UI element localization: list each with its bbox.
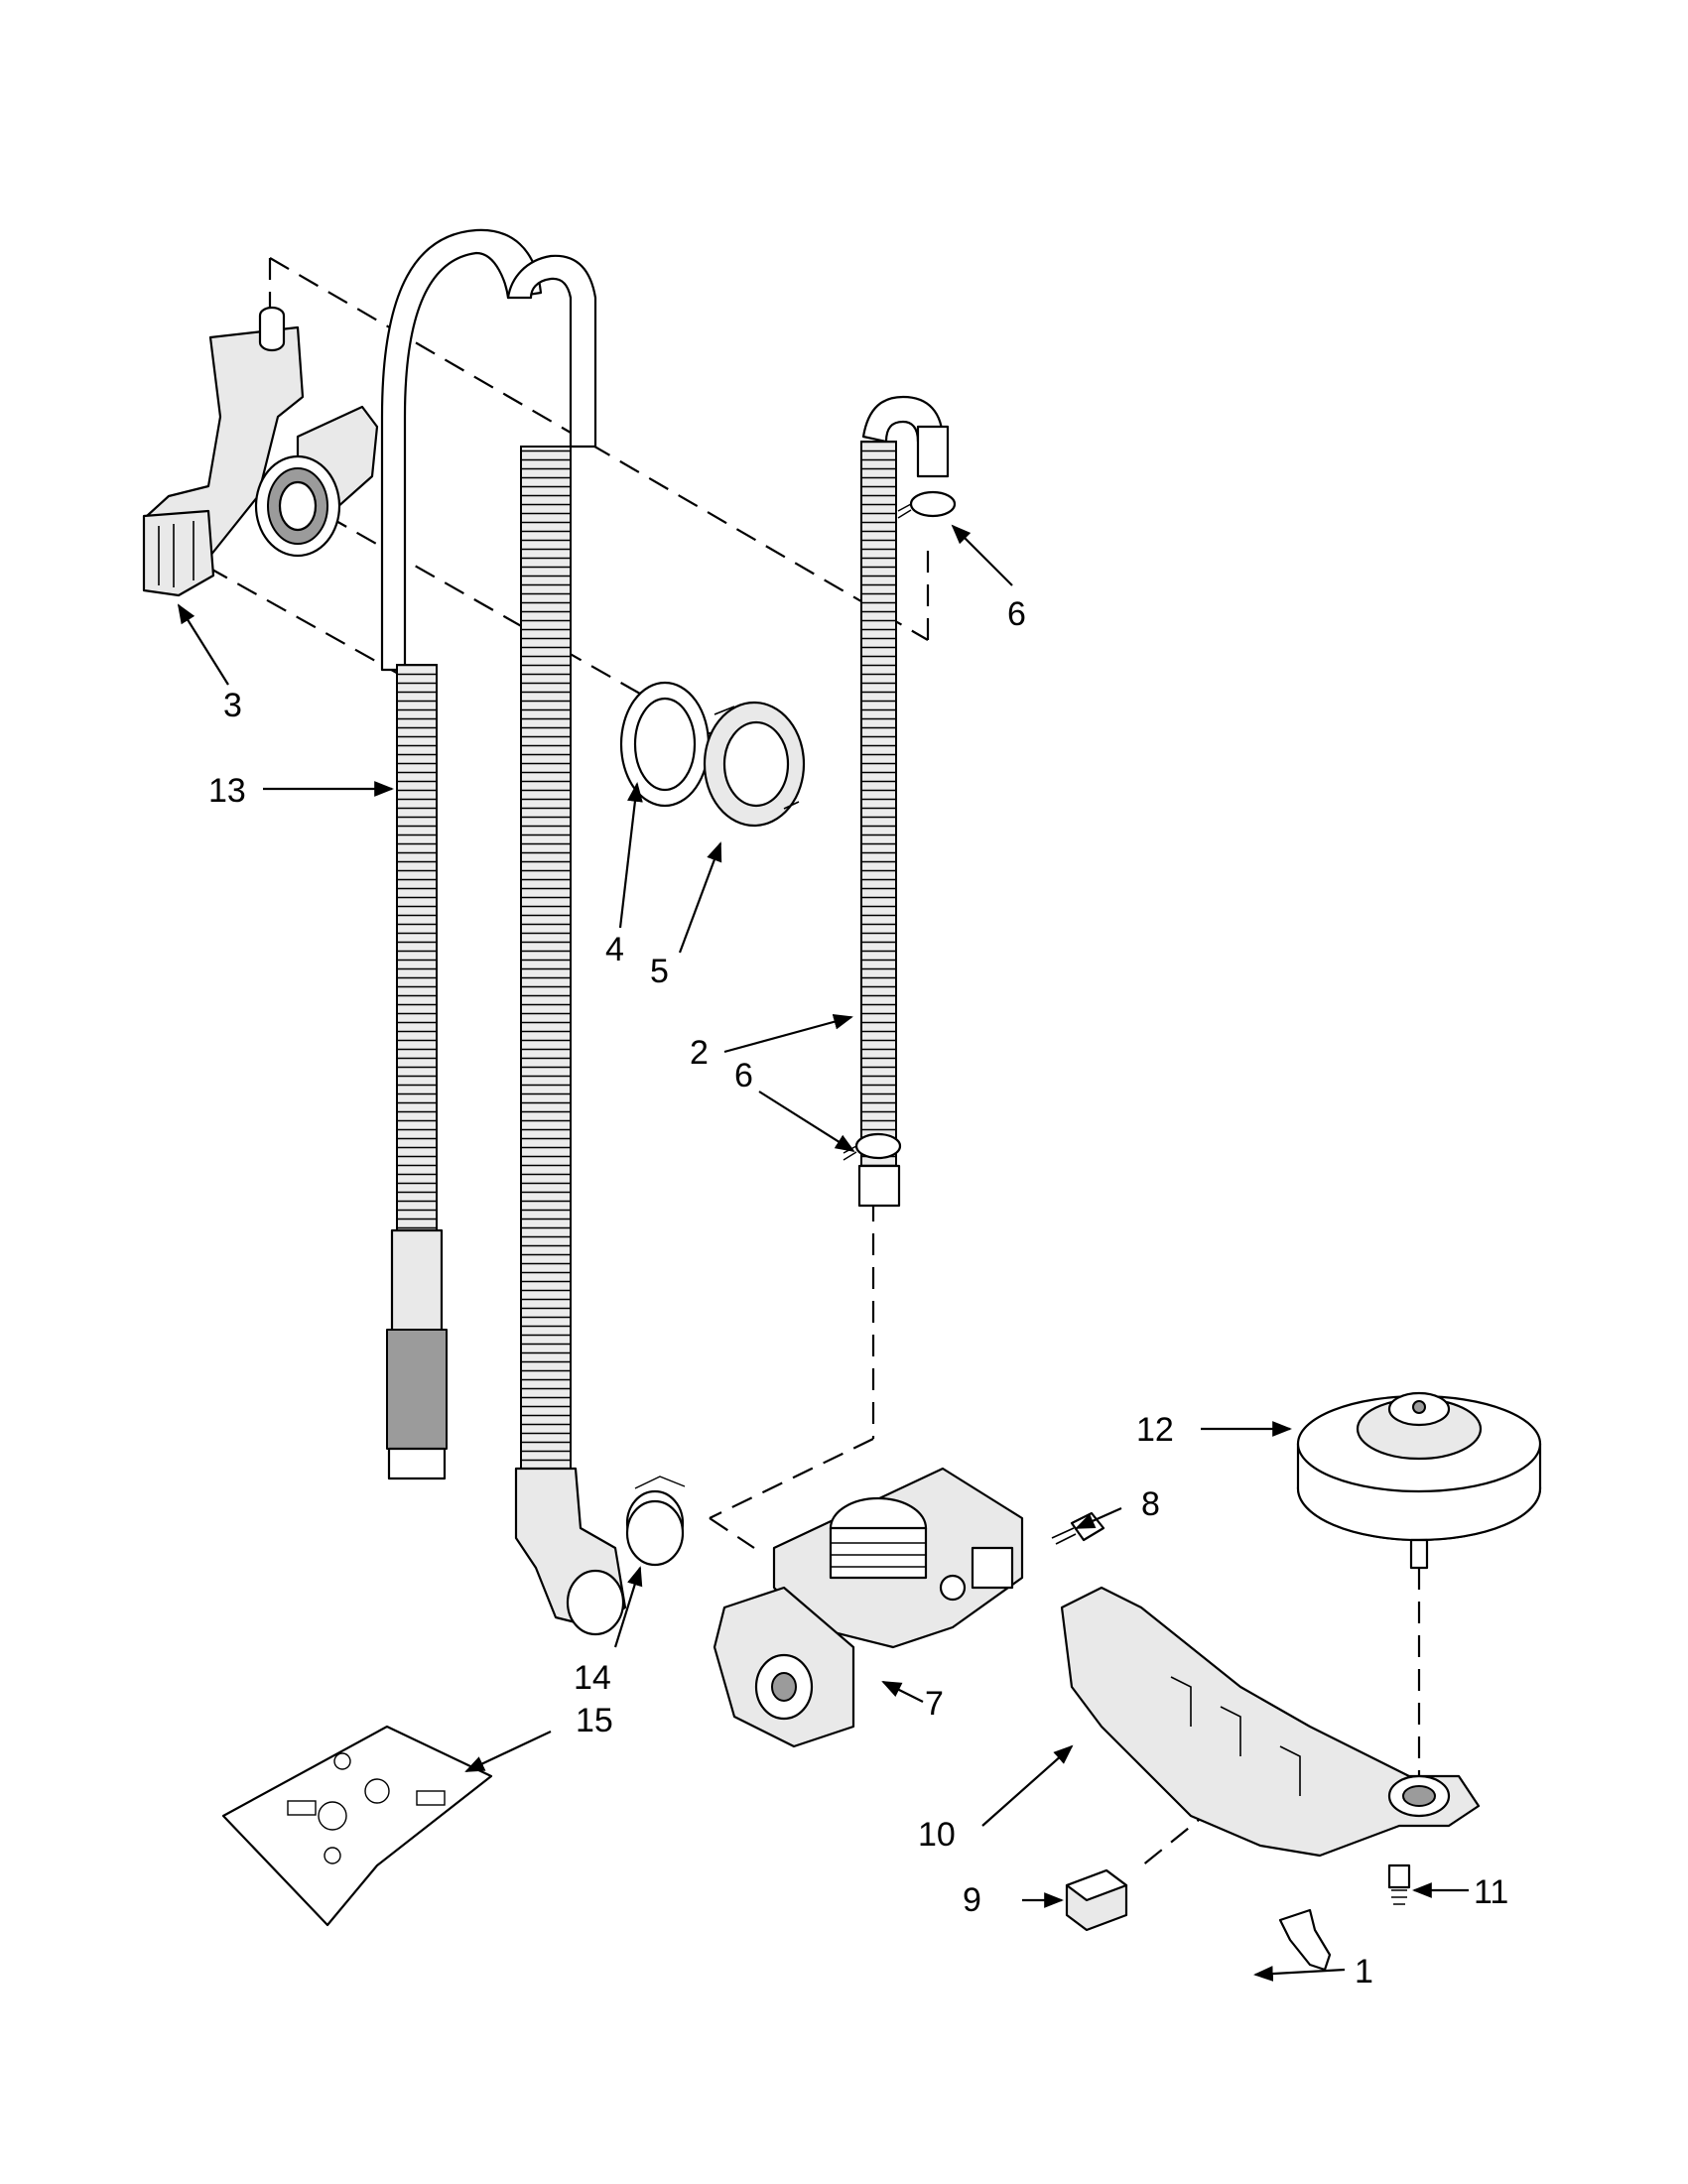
part-7-water-valve bbox=[713, 1467, 1024, 1748]
callout-7: 7 bbox=[925, 1685, 944, 1723]
part-14-spring-clamp bbox=[625, 1476, 686, 1567]
callout-5: 5 bbox=[650, 953, 669, 990]
callout-8: 8 bbox=[1141, 1485, 1160, 1523]
leader-arrows bbox=[177, 524, 1469, 1982]
callout-2: 2 bbox=[690, 1034, 709, 1072]
part-15-hardware-kit bbox=[221, 1725, 493, 1927]
callout-14: 14 bbox=[574, 1659, 611, 1697]
part-13-drain-hose bbox=[380, 228, 627, 1636]
part-4-gasket bbox=[619, 681, 711, 808]
part-12-float bbox=[1296, 1391, 1542, 1570]
callout-13: 13 bbox=[208, 772, 246, 810]
callout-1: 1 bbox=[1355, 1953, 1373, 1991]
callout-11: 11 bbox=[1474, 1873, 1508, 1911]
callout-4: 4 bbox=[605, 931, 624, 968]
part-11-screw bbox=[1387, 1863, 1411, 1905]
part-6-clamp-bottom bbox=[843, 1132, 902, 1161]
callout-15: 15 bbox=[576, 1702, 613, 1739]
callout-10: 10 bbox=[918, 1816, 956, 1854]
part-6-clamp-top bbox=[897, 490, 957, 519]
callout-12: 12 bbox=[1136, 1411, 1174, 1449]
callout-3: 3 bbox=[223, 687, 242, 724]
part-10-switch-bracket bbox=[1060, 1586, 1481, 1858]
part-2-inlet-hose bbox=[857, 395, 950, 1208]
part-5-nut bbox=[703, 701, 806, 828]
part-3-hose-bracket bbox=[142, 306, 379, 597]
callout-6-bottom: 6 bbox=[734, 1057, 753, 1094]
callout-6-top: 6 bbox=[1007, 595, 1026, 633]
callout-labels: 1 2 3 4 5 6 6 7 8 9 10 11 12 13 14 15 bbox=[208, 595, 1508, 1991]
part-1-lever bbox=[1278, 1908, 1332, 1972]
part-9-micro-switch bbox=[1065, 1868, 1128, 1932]
callout-9: 9 bbox=[963, 1881, 981, 1919]
